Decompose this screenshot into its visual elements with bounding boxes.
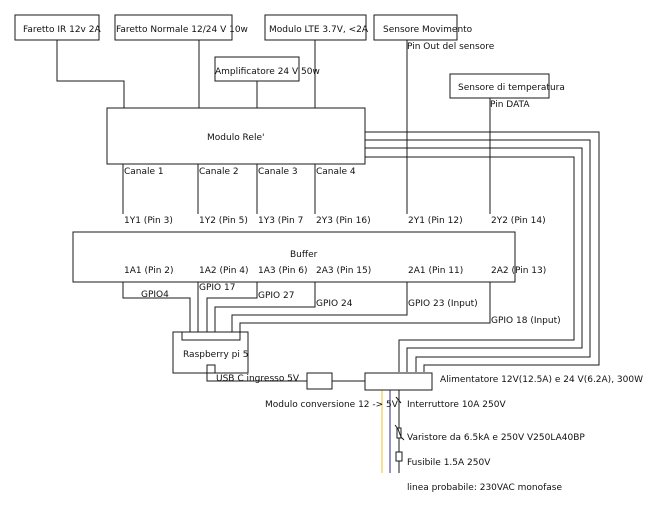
- buffer-label: Buffer: [290, 250, 318, 260]
- gpio-label: GPIO 17: [199, 283, 235, 293]
- buffer-input-label: 1A1 (Pin 2): [124, 266, 174, 276]
- sensore-movimento-label: Sensore Movimento: [383, 25, 473, 35]
- gpio-label: GPIO 27: [258, 291, 294, 301]
- sensore-temperatura-label: Sensore di temperatura: [458, 83, 565, 93]
- gpio-label: GPIO 18 (Input): [491, 316, 561, 326]
- wire-faretto-ir: [56, 40, 125, 108]
- gpio-label: GPIO4: [141, 290, 169, 300]
- component-sensore-temperatura: Sensore di temperatura Pin DATA: [449, 73, 565, 110]
- sensore-temperatura-box: [449, 73, 550, 99]
- mains-protection: Interruttore 10A 250V Varistore da 6.5kA…: [394, 396, 585, 493]
- component-faretto-normale: Faretto Normale 12/24 V 10w: [114, 14, 248, 41]
- buffer-output-label: 2Y2 (Pin 14): [491, 216, 546, 226]
- component-amplificatore: Amplificatore 24 V 50w: [214, 56, 320, 82]
- modulo-lte-label: Modulo LTE 3.7V, <2A: [269, 25, 369, 35]
- faretto-normale-box: [114, 14, 233, 41]
- buffer-output-label: 2Y3 (Pin 16): [316, 216, 371, 226]
- modulo-lte-box: [264, 14, 367, 41]
- component-raspberry-pi: Raspberry pi 5 USB C ingresso 5V: [172, 331, 300, 384]
- fusibile-icon: [395, 451, 403, 462]
- buffer-input-label: 1A2 (Pin 4): [199, 266, 249, 276]
- gpio-labels: GPIO4 GPIO 17 GPIO 27 GPIO 24 GPIO 23 (I…: [141, 283, 561, 326]
- relay-channel-label: Canale 3: [258, 167, 298, 177]
- component-buffer: Buffer 1A1 (Pin 2) 1A2 (Pin 4) 1A3 (Pin …: [72, 231, 546, 283]
- modulo-rele-label: Modulo Rele': [207, 133, 264, 143]
- buffer-input-label: 2A1 (Pin 11): [408, 266, 463, 276]
- alimentatore-label: Alimentatore 12V(12.5A) e 24 V(6.2A), 30…: [440, 375, 643, 385]
- usb-c-label: USB C ingresso 5V: [216, 374, 300, 384]
- wire-relay-power-2: [365, 139, 591, 372]
- amplificatore-box: [214, 56, 300, 82]
- sensore-movimento-pin-label: Pin Out del sensore: [407, 42, 495, 52]
- buffer-input-label: 2A2 (Pin 13): [491, 266, 546, 276]
- usb-c-port: [206, 364, 216, 374]
- alimentatore-box: [364, 372, 433, 391]
- faretto-normale-label: Faretto Normale 12/24 V 10w: [116, 25, 248, 35]
- amplificatore-label: Amplificatore 24 V 50w: [215, 67, 320, 77]
- component-modulo-conversione: Modulo conversione 12 -> 5V: [265, 372, 399, 410]
- sensore-temperatura-pin-label: Pin DATA: [490, 100, 530, 110]
- relay-channel-label: Canale 4: [316, 167, 356, 177]
- modulo-rele-box: [106, 107, 366, 165]
- interruttore-label: Interruttore 10A 250V: [407, 400, 506, 410]
- faretto-ir-label: Faretto IR 12v 2A: [23, 25, 101, 35]
- linea-label: linea probabile: 230VAC monofase: [407, 483, 562, 493]
- wire-relay-power-4: [365, 156, 575, 372]
- buffer-output-label: 1Y2 (Pin 5): [199, 216, 248, 226]
- gpio-label: GPIO 23 (Input): [408, 299, 478, 309]
- buffer-output-label: 1Y3 (Pin 7: [258, 216, 303, 226]
- buffer-input-label: 1A3 (Pin 6): [258, 266, 308, 276]
- modulo-conversione-box: [306, 372, 333, 390]
- wire-relay-power-3: [365, 147, 583, 372]
- buffer-output-labels: 1Y1 (Pin 3) 1Y2 (Pin 5) 1Y3 (Pin 7 2Y3 (…: [124, 216, 546, 226]
- fusibile-label: Fusibile 1.5A 250V: [407, 458, 491, 468]
- component-sensore-movimento: Sensore Movimento Pin Out del sensore: [373, 14, 495, 52]
- varistore-curve: [394, 424, 405, 441]
- buffer-output-label: 1Y1 (Pin 3): [124, 216, 173, 226]
- wire-usb-c: [206, 373, 307, 382]
- wire-2a3-gpio24: [214, 265, 316, 332]
- component-modulo-lte: Modulo LTE 3.7V, <2A: [264, 14, 369, 41]
- relay-channel-label: Canale 1: [124, 167, 164, 177]
- faretto-ir-box: [14, 14, 100, 41]
- buffer-output-label: 2Y1 (Pin 12): [408, 216, 463, 226]
- wires: [56, 40, 600, 473]
- modulo-conversione-label: Modulo conversione 12 -> 5V: [265, 400, 399, 410]
- raspberry-pi-label: Raspberry pi 5: [183, 350, 248, 360]
- gpio-header: [181, 331, 241, 341]
- gpio-label: GPIO 24: [316, 299, 353, 309]
- component-alimentatore: Alimentatore 12V(12.5A) e 24 V(6.2A), 30…: [364, 372, 643, 391]
- wire-2a1-gpio23: [231, 265, 408, 332]
- component-modulo-rele: Modulo Rele' Canale 1 Canale 2 Canale 3 …: [106, 107, 366, 177]
- component-faretto-ir: Faretto IR 12v 2A: [14, 14, 101, 41]
- relay-channel-label: Canale 2: [199, 167, 239, 177]
- interruttore-icon: [395, 396, 402, 404]
- wire-relay-power-1: [365, 131, 600, 372]
- sensore-movimento-box: [373, 14, 458, 41]
- buffer-input-label: 2A3 (Pin 15): [316, 266, 371, 276]
- varistore-label: Varistore da 6.5kA e 250V V250LA40BP: [407, 433, 585, 443]
- buffer-box: [72, 231, 516, 283]
